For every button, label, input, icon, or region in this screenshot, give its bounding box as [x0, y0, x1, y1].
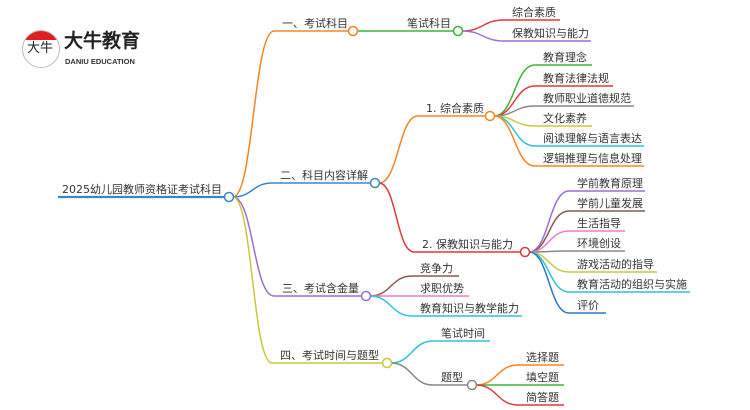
node-label: 逻辑推理与信息处理: [543, 151, 642, 165]
connector-line: [232, 182, 371, 198]
mind-map-node[interactable]: 评价: [577, 299, 599, 312]
connector-line: [390, 362, 468, 386]
connector-line: [528, 251, 606, 314]
mind-map-node[interactable]: 逻辑推理与信息处理: [543, 151, 642, 165]
connector-line: [232, 196, 383, 364]
connector-line: [378, 182, 521, 253]
mind-map-node[interactable]: 生活指导: [577, 216, 621, 230]
root-node[interactable]: 2025幼儿园教师资格证考试科目: [62, 182, 222, 196]
node-label: 学前教育原理: [577, 176, 643, 190]
logo-mark-glyph: 大牛: [27, 41, 54, 56]
node-label: 生活指导: [577, 216, 621, 230]
mind-map-node[interactable]: 教育法律法规: [543, 71, 609, 85]
node-label: 学前儿童发展: [577, 196, 643, 210]
node-label: 三、考试含金量: [282, 281, 359, 295]
logo-mark-icon: 大牛: [22, 30, 60, 68]
mind-map-node[interactable]: 阅读理解与语言表达: [543, 131, 642, 145]
connector-line: [461, 30, 591, 42]
collapse-toggle-icon[interactable]: [369, 177, 381, 189]
connector-line: [493, 64, 592, 117]
node-label: 笔试时间: [441, 326, 485, 340]
brand-logo: 大牛 大牛教育 DANIU EDUCATION: [22, 30, 152, 74]
connector-line: [369, 295, 522, 317]
connector-line: [528, 250, 625, 253]
collapse-toggle-icon[interactable]: [360, 290, 372, 302]
mind-map-node[interactable]: 教育理念: [543, 50, 587, 64]
mind-map-node[interactable]: 竞争力: [420, 261, 453, 275]
connector-line: [378, 115, 486, 184]
mind-map-node[interactable]: 选择题: [526, 350, 559, 364]
node-label: 教育知识与教学能力: [420, 301, 519, 315]
mind-map-node[interactable]: 2. 保教知识与能力: [422, 237, 513, 251]
node-label: 笔试科目: [407, 16, 451, 30]
connector-line: [232, 30, 349, 198]
mind-map-node[interactable]: 简答题: [526, 390, 559, 404]
node-label: 填空题: [526, 370, 559, 384]
node-label: 保教知识与能力: [512, 26, 589, 40]
node-label: 教师职业道德规范: [543, 91, 631, 105]
mind-map-node[interactable]: 保教知识与能力: [512, 26, 589, 40]
node-label: 教育理念: [543, 50, 587, 64]
mind-map-node[interactable]: 填空题: [526, 370, 559, 384]
mind-map-node[interactable]: 笔试时间: [441, 326, 485, 340]
collapse-toggle-icon[interactable]: [519, 246, 531, 258]
connector-line: [461, 19, 560, 32]
collapse-toggle-icon[interactable]: [484, 110, 496, 122]
node-label: 四、考试时间与题型: [280, 348, 379, 362]
node-label: 求职优势: [420, 282, 464, 295]
node-label: 二、科目内容详解: [280, 168, 368, 182]
logo-name: 大牛教育: [64, 30, 141, 52]
connector-line: [528, 190, 645, 253]
mind-map-node[interactable]: 教育活动的组织与实施: [577, 277, 687, 291]
connector-line: [390, 340, 490, 364]
node-label: 2. 保教知识与能力: [422, 237, 513, 251]
connector-line: [232, 196, 362, 297]
mind-map-node[interactable]: 学前儿童发展: [577, 196, 643, 210]
mind-map-node[interactable]: 环境创设: [577, 236, 621, 250]
collapse-toggle-icon[interactable]: [223, 191, 235, 203]
mind-map-node[interactable]: 一、考试科目: [282, 16, 348, 30]
logo-subtitle: DANIU EDUCATION: [65, 57, 135, 66]
node-label: 文化素养: [543, 111, 587, 125]
collapse-toggle-icon[interactable]: [347, 25, 359, 37]
mind-map-node[interactable]: 综合素质: [512, 5, 556, 19]
node-label: 评价: [577, 299, 599, 312]
node-label: 教育活动的组织与实施: [577, 277, 687, 291]
mind-map-node[interactable]: 二、科目内容详解: [280, 168, 368, 182]
collapse-toggle-icon[interactable]: [452, 25, 464, 37]
mind-map-node[interactable]: 求职优势: [420, 282, 464, 295]
mind-map-node[interactable]: 学前教育原理: [577, 176, 643, 190]
mind-map-node[interactable]: 教师职业道德规范: [543, 91, 631, 105]
node-label: 简答题: [526, 390, 559, 404]
collapse-toggle-icon[interactable]: [381, 357, 393, 369]
connector-line: [475, 384, 564, 406]
mind-map-node[interactable]: 教育知识与教学能力: [420, 301, 519, 315]
node-label: 2025幼儿园教师资格证考试科目: [62, 182, 222, 196]
node-label: 一、考试科目: [282, 16, 348, 30]
mind-map-node[interactable]: 1. 综合素质: [426, 101, 484, 115]
mind-map-node[interactable]: 笔试科目: [407, 16, 451, 30]
mind-map-node[interactable]: 题型: [441, 370, 463, 384]
node-label: 竞争力: [420, 261, 453, 275]
node-label: 教育法律法规: [543, 71, 609, 85]
node-label: 1. 综合素质: [426, 101, 484, 115]
node-label: 选择题: [526, 350, 559, 364]
mind-map-node[interactable]: 文化素养: [543, 111, 587, 125]
node-label: 环境创设: [577, 236, 621, 250]
mind-map-node[interactable]: 游戏活动的指导: [577, 257, 654, 271]
collapse-toggle-icon[interactable]: [466, 379, 478, 391]
connector-line: [493, 115, 644, 167]
mind-map-node[interactable]: 三、考试含金量: [282, 281, 359, 295]
node-label: 游戏活动的指导: [577, 257, 654, 271]
mind-map-node[interactable]: 四、考试时间与题型: [280, 348, 379, 362]
node-label: 题型: [441, 370, 463, 384]
node-label: 阅读理解与语言表达: [543, 131, 642, 145]
node-label: 综合素质: [512, 5, 556, 19]
